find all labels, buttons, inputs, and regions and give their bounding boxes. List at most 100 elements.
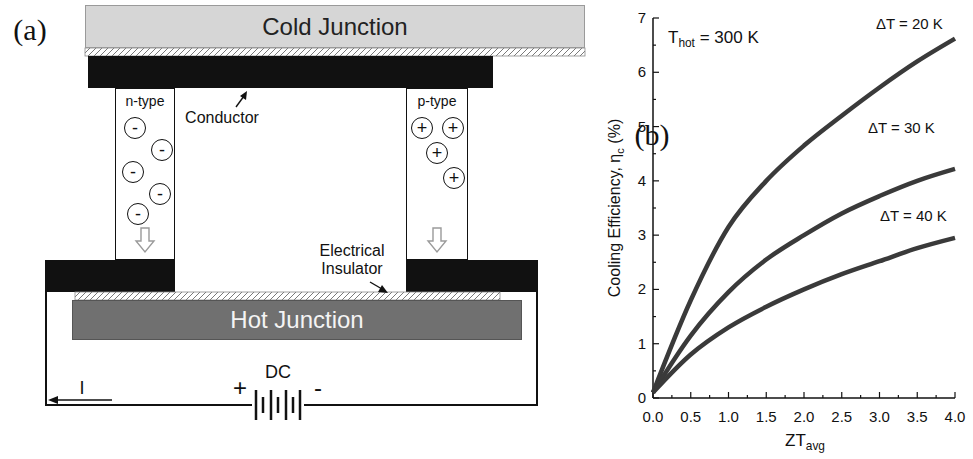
tick-mark bbox=[653, 289, 659, 290]
label-text: - bbox=[130, 163, 136, 181]
tick-mark bbox=[879, 392, 880, 398]
label-text: 1.0 bbox=[718, 408, 739, 425]
part-label: Conductor bbox=[185, 109, 259, 127]
insulator-layer bbox=[75, 292, 500, 300]
label-text: 4.0 bbox=[945, 408, 966, 425]
node-text: n-type bbox=[126, 93, 165, 109]
tick-mark bbox=[653, 370, 656, 371]
label-text: = 300 K bbox=[700, 28, 759, 47]
right-conductor bbox=[406, 260, 538, 292]
condition-label: Thot= 300 K bbox=[668, 28, 759, 51]
tick-mark bbox=[860, 395, 861, 398]
tick-label: 6 bbox=[638, 64, 646, 81]
tick-mark bbox=[653, 397, 659, 398]
tick-mark bbox=[917, 392, 918, 398]
tick-label: 3.0 bbox=[869, 408, 890, 425]
polarity-sign: - bbox=[314, 374, 322, 402]
label-text: avg bbox=[806, 440, 825, 454]
label-text: 2.0 bbox=[794, 408, 815, 425]
label-text: - bbox=[157, 185, 163, 203]
tick-mark bbox=[653, 343, 659, 344]
label-text: 4 bbox=[638, 172, 646, 189]
tick-mark bbox=[653, 153, 656, 154]
charge-symbol: + bbox=[426, 142, 448, 164]
line-chart bbox=[653, 18, 955, 398]
hot-junction: Hot Junction bbox=[72, 300, 522, 340]
label-text: 1 bbox=[638, 335, 646, 352]
label-text: 0.0 bbox=[643, 408, 664, 425]
label-text: ΔT = 20 K bbox=[876, 15, 943, 32]
label-text: 0 bbox=[638, 389, 646, 406]
label-text: 0.5 bbox=[680, 408, 701, 425]
label-text: T bbox=[668, 28, 678, 47]
tick-mark bbox=[822, 395, 823, 398]
tick-label: 1 bbox=[638, 335, 646, 352]
charge-symbol: - bbox=[122, 161, 144, 183]
efficiency-curve bbox=[653, 238, 955, 393]
series-label: ΔT = 40 K bbox=[880, 207, 947, 224]
tick-mark bbox=[653, 99, 656, 100]
tick-mark bbox=[803, 392, 804, 398]
tick-label: 2.5 bbox=[831, 408, 852, 425]
label-text: (%) bbox=[606, 119, 623, 144]
node-text: Hot Junction bbox=[230, 306, 363, 334]
tick-mark bbox=[653, 235, 659, 236]
tick-mark bbox=[766, 392, 767, 398]
part-label: Electrical Insulator bbox=[306, 242, 398, 279]
label-text: 2 bbox=[638, 281, 646, 298]
label-text: 7 bbox=[638, 9, 646, 26]
tick-label: 3 bbox=[638, 227, 646, 244]
tick-label: 2 bbox=[638, 281, 646, 298]
tick-mark bbox=[728, 392, 729, 398]
label-text: c bbox=[615, 148, 627, 154]
label-text: 5 bbox=[638, 118, 646, 135]
axis-title: ZTavg bbox=[785, 431, 825, 454]
tick-mark bbox=[653, 72, 659, 73]
insulator-layer bbox=[85, 48, 585, 56]
tick-label: 4 bbox=[638, 172, 646, 189]
tick-mark bbox=[653, 262, 656, 263]
tick-label: 0 bbox=[638, 389, 646, 406]
label-text: 3.0 bbox=[869, 408, 890, 425]
current-label: I bbox=[79, 378, 84, 399]
axis-title: Cooling Efficiency, ηc (%) bbox=[606, 119, 627, 297]
label-text: 1.5 bbox=[756, 408, 777, 425]
node-text: Cold Junction bbox=[262, 13, 407, 41]
series-label: ΔT = 20 K bbox=[876, 15, 943, 32]
label-text: - bbox=[135, 205, 141, 223]
label-text: + bbox=[417, 119, 428, 137]
tick-label: 0.5 bbox=[680, 408, 701, 425]
label-text: 6 bbox=[638, 64, 646, 81]
tick-mark bbox=[954, 392, 955, 398]
label-text: - bbox=[159, 141, 165, 159]
top-conductor bbox=[88, 56, 493, 88]
tick-mark bbox=[841, 392, 842, 398]
charge-symbol: - bbox=[149, 183, 171, 205]
panel-label: (a) bbox=[13, 13, 46, 48]
series-label: ΔT = 30 K bbox=[868, 119, 935, 136]
tick-mark bbox=[747, 395, 748, 398]
left-conductor bbox=[45, 260, 175, 292]
flow-arrow bbox=[428, 228, 446, 252]
leader-arrow bbox=[370, 282, 388, 293]
node-text: p-type bbox=[418, 93, 457, 109]
tick-mark bbox=[671, 395, 672, 398]
tick-mark bbox=[785, 395, 786, 398]
label-text: DC bbox=[265, 362, 291, 382]
charge-symbol: - bbox=[151, 139, 173, 161]
tick-mark bbox=[653, 180, 659, 181]
tick-label: 1.5 bbox=[756, 408, 777, 425]
efficiency-curve bbox=[653, 169, 955, 393]
source-label: DC bbox=[265, 362, 291, 383]
label-text: I bbox=[79, 378, 84, 398]
tick-mark bbox=[709, 395, 710, 398]
tick-mark bbox=[653, 316, 656, 317]
label-text: 3.5 bbox=[907, 408, 928, 425]
label-text: - bbox=[132, 119, 138, 137]
tick-label: 0.0 bbox=[643, 408, 664, 425]
label-text: Cooling Efficiency, η bbox=[606, 154, 623, 297]
tick-label: 4.0 bbox=[945, 408, 966, 425]
tick-mark bbox=[653, 17, 659, 18]
label-text: ΔT = 30 K bbox=[868, 119, 935, 136]
